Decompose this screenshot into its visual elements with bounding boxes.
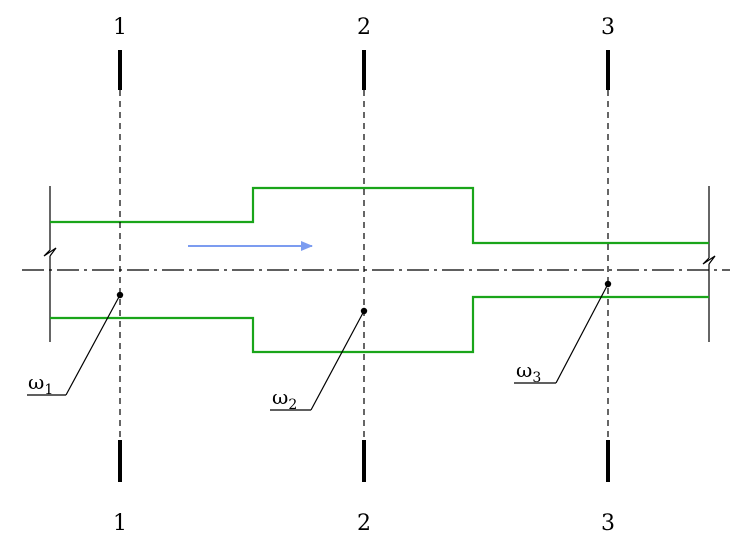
section-label-top: 2 [357, 15, 371, 40]
section-1: 1 1 [113, 15, 127, 536]
area-label-w1: ω1 [28, 370, 53, 398]
break-mark-icon [702, 255, 716, 265]
area-subscript: 1 [44, 382, 53, 398]
area-label-w3: ω3 [516, 358, 541, 386]
area-symbol: ω [516, 358, 532, 382]
area-symbol: ω [272, 385, 288, 409]
section-2: 2 2 [357, 15, 371, 536]
section-label-bottom: 1 [113, 511, 127, 536]
break-mark-icon [43, 247, 57, 257]
area-subscript: 3 [532, 370, 541, 386]
leader-line [310, 310, 365, 411]
area-label-w2: ω2 [272, 385, 297, 413]
area-leader-1: ω1 [27, 291, 124, 398]
left-boundary [43, 186, 57, 342]
leader-line [555, 283, 609, 384]
section-label-bottom: 3 [601, 511, 615, 536]
section-label-top: 1 [113, 15, 127, 40]
leader-line [65, 294, 121, 396]
pipe-wall-top [50, 186, 709, 245]
area-symbol: ω [28, 370, 44, 394]
section-3: 3 3 [601, 15, 615, 536]
area-leader-2: ω2 [270, 307, 368, 413]
pipe-wall-bottom [50, 295, 709, 354]
section-label-bottom: 2 [357, 511, 371, 536]
section-label-top: 3 [601, 15, 615, 40]
area-subscript: 2 [288, 397, 297, 413]
right-boundary [702, 186, 716, 342]
area-leader-3: ω3 [514, 280, 612, 386]
